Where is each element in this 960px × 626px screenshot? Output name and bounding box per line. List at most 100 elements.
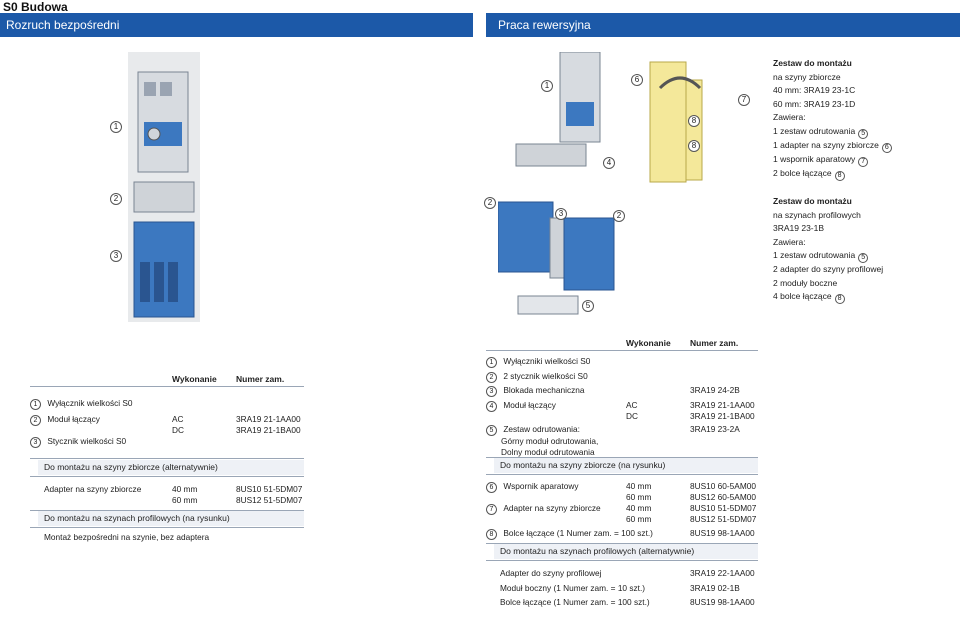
right-row-4-desc: Moduł łączący xyxy=(503,400,556,410)
busbar-kit-item-4-marker: 8 xyxy=(834,170,845,181)
right-row-5-desc-1: Zestaw odrutowania: xyxy=(503,424,580,434)
right-row-1: 1 Wyłączniki wielkości S0 xyxy=(486,356,590,368)
reversing-header: Praca rewersyjna xyxy=(486,13,960,37)
marker-7-right: 7 xyxy=(738,94,750,106)
right-row-4-marker: 4 xyxy=(486,401,497,412)
left-sec-busbar: Do montażu na szyny zbiorcze (alternatyw… xyxy=(38,460,304,475)
rail-kit-item-4-marker: 8 xyxy=(834,294,845,304)
right-rail-row-2: Moduł boczny (1 Numer zam. = 10 szt.) 3R… xyxy=(500,583,758,594)
busbar-kit-info: Zestaw do montażu na szyny zbiorcze 40 m… xyxy=(773,57,958,181)
right-rail-row-1: Adapter do szyny profilowej 3RA19 22-1AA… xyxy=(500,568,758,579)
marker-8-right-a: 8 xyxy=(688,115,700,127)
rail-kit-item-1: 1 zestaw odrutowania xyxy=(773,250,856,260)
busbar-kit-item-4: 2 bolce łączące xyxy=(773,167,832,178)
right-row-3-desc: Blokada mechaniczna xyxy=(503,385,585,395)
right-rule-4 xyxy=(486,543,758,544)
right-sec-busbar: Do montażu na szyny zbiorcze (na rysunku… xyxy=(494,458,758,473)
right-row-6-v2: 60 mm xyxy=(626,492,652,502)
right-row-4: 4 Moduł łączący AC 3RA19 21-1AA00 DC 3RA… xyxy=(486,400,758,421)
left-rule-4 xyxy=(30,510,304,511)
left-rule-3 xyxy=(30,476,304,477)
left-row-3: 3 Stycznik wielkości S0 xyxy=(30,436,304,448)
left-adapter-desc: Adapter na szyny zbiorcze xyxy=(44,484,142,494)
marker-3-right: 3 xyxy=(555,208,567,220)
direct-start-header: Rozruch bezpośredni xyxy=(0,13,473,37)
right-row-5-desc-2: Górny moduł odrutowania, xyxy=(501,436,599,446)
right-hdr-rule xyxy=(486,350,758,351)
right-row-4-v1: AC xyxy=(626,400,638,410)
reversing-busbar-figure xyxy=(510,52,710,192)
right-row-7-v2: 60 mm xyxy=(626,514,652,524)
right-rail-3-desc: Bolce łączące (1 Numer zam. = 100 szt.) xyxy=(500,597,650,607)
right-row-6-o2: 8US12 60-5AM00 xyxy=(690,492,756,502)
busbar-kit-line-1: 40 mm: 3RA19 23-1C xyxy=(773,85,856,95)
right-row-2-marker: 2 xyxy=(486,372,497,383)
left-row-2-desc: Moduł łączący xyxy=(47,414,100,424)
right-row-7-o2: 8US12 51-5DM07 xyxy=(690,514,757,524)
right-row-8-order: 8US19 98-1AA00 xyxy=(690,528,755,538)
left-adapter-o2: 8US12 51-5DM07 xyxy=(236,495,303,505)
rail-kit-item-1-marker: 5 xyxy=(858,253,869,263)
right-hdr-order: Numer zam. xyxy=(690,338,739,348)
right-row-7-marker: 7 xyxy=(486,504,497,515)
left-row-2-order-2: 3RA19 21-1BA00 xyxy=(236,425,301,435)
left-row-2: 2 Moduł łączący AC 3RA19 21-1AA00 DC 3RA… xyxy=(30,414,304,435)
left-hdr-order: Numer zam. xyxy=(236,374,285,384)
busbar-kit-item-3: 1 wspornik aparatowy xyxy=(773,153,856,164)
rail-kit-title-2: na szynach profilowych xyxy=(773,209,861,220)
right-row-5: 5 Zestaw odrutowania: 3RA19 23-2A Górny … xyxy=(486,424,758,458)
right-parts-table: Wykonanie Numer zam. 1 Wyłączniki wielko… xyxy=(486,338,958,608)
right-row-7-o1: 8US10 51-5DM07 xyxy=(690,503,757,513)
busbar-kit-item-2-marker: 6 xyxy=(881,142,892,153)
left-row-2-version-2: DC xyxy=(172,425,184,435)
busbar-kit-contains: Zawiera: xyxy=(773,112,806,122)
rail-kit-info: Zestaw do montażu na szynach profilowych… xyxy=(773,195,958,304)
left-hdr-rule xyxy=(30,386,304,387)
right-row-2: 2 2 stycznik wielkości S0 xyxy=(486,371,588,383)
left-adapter-v1: 40 mm xyxy=(172,484,198,494)
rail-kit-item-2: 2 adapter do szyny profilowej xyxy=(773,264,884,274)
right-rule-3 xyxy=(486,474,758,475)
marker-5-right: 5 xyxy=(582,300,594,312)
marker-1-left: 1 xyxy=(110,121,122,133)
left-rule-5 xyxy=(30,527,304,528)
right-row-8: 8 Bolce łączące (1 Numer zam. = 100 szt.… xyxy=(486,528,758,540)
left-hdr-version: Wykonanie xyxy=(172,374,217,384)
right-rail-2-order: 3RA19 02-1B xyxy=(690,583,740,593)
busbar-kit-title-1: Zestaw do montażu xyxy=(773,58,852,68)
marker-6-right: 6 xyxy=(631,74,643,86)
right-rule-2 xyxy=(486,457,758,458)
direct-start-drawing xyxy=(128,52,200,322)
right-rule-5 xyxy=(486,560,758,561)
right-row-4-v2: DC xyxy=(626,411,638,421)
right-row-4-o2: 3RA19 21-1BA00 xyxy=(690,411,755,421)
right-rail-1-desc: Adapter do szyny profilowej xyxy=(500,568,602,578)
right-row-3: 3 Blokada mechaniczna 3RA19 24-2B xyxy=(486,385,758,397)
reversing-busbar-drawing xyxy=(515,52,703,183)
right-hdr-version: Wykonanie xyxy=(626,338,671,348)
right-row-3-order: 3RA19 24-2B xyxy=(690,385,740,395)
reversing-rail-drawing xyxy=(498,201,615,315)
left-row-3-desc: Stycznik wielkości S0 xyxy=(47,436,127,446)
left-row-2-marker: 2 xyxy=(30,415,41,426)
right-rail-2-desc: Moduł boczny (1 Numer zam. = 10 szt.) xyxy=(500,583,646,593)
marker-8-right-b: 8 xyxy=(688,140,700,152)
left-rule-2 xyxy=(30,458,304,459)
left-row-1-desc: Wyłącznik wielkości S0 xyxy=(47,398,133,408)
marker-1-right: 1 xyxy=(541,80,553,92)
right-row-6-desc: Wspornik aparatowy xyxy=(503,481,579,491)
rail-kit-contains: Zawiera: xyxy=(773,236,806,247)
marker-4-right: 4 xyxy=(603,157,615,169)
busbar-kit-item-1: 1 zestaw odrutowania xyxy=(773,125,856,136)
page-title: S0 Budowa xyxy=(3,0,68,14)
left-row-2-order: 3RA19 21-1AA00 xyxy=(236,414,301,424)
right-row-8-desc: Bolce łączące (1 Numer zam. = 100 szt.) xyxy=(503,528,653,538)
rail-kit-title-1: Zestaw do montażu xyxy=(773,196,852,206)
right-row-5-desc-3: Dolny moduł odrutowania xyxy=(501,447,595,457)
left-rail-note: Montaż bezpośredni na szynie, bez adapte… xyxy=(44,532,210,542)
right-row-6-o1: 8US10 60-5AM00 xyxy=(690,481,756,491)
marker-2-right-b: 2 xyxy=(613,210,625,222)
busbar-kit-item-3-marker: 7 xyxy=(858,156,869,167)
marker-2-right-a: 2 xyxy=(484,197,496,209)
right-rail-row-3: Bolce łączące (1 Numer zam. = 100 szt.) … xyxy=(500,597,758,608)
